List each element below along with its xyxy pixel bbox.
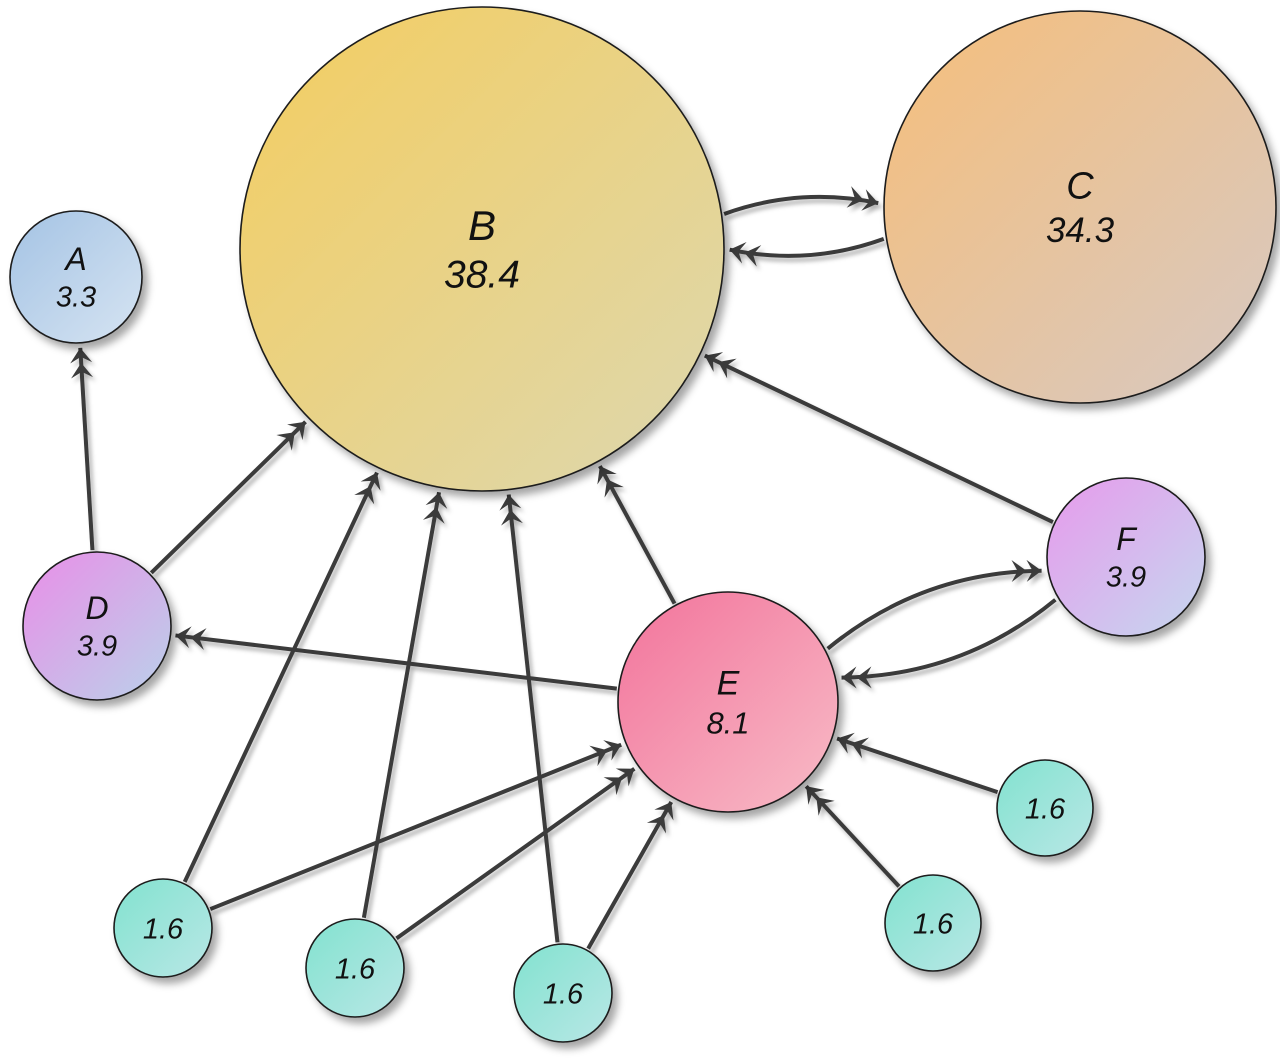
edge-G2-to-B — [361, 491, 448, 919]
node-C: C34.3 — [883, 10, 1277, 404]
edge-F-to-E — [841, 598, 1057, 689]
edge-B-to-C — [723, 186, 879, 216]
node-value-G1: 1.6 — [143, 913, 184, 945]
node-value-A: 3.3 — [56, 281, 96, 313]
edge-G1-to-B — [182, 471, 381, 883]
node-G3: 1.6 — [513, 943, 613, 1043]
node-G5: 1.6 — [996, 759, 1094, 857]
node-circle-E — [617, 591, 839, 813]
node-circle-F — [1046, 477, 1206, 637]
edge-G1-to-E — [209, 740, 622, 911]
node-value-E: 8.1 — [706, 705, 749, 740]
edge-C-to-B — [729, 236, 885, 267]
node-label-E: E — [717, 665, 740, 703]
edge-E-to-F — [826, 559, 1042, 651]
edge-G5-to-E — [836, 732, 999, 795]
node-value-B: 38.4 — [444, 254, 520, 297]
node-G1: 1.6 — [113, 878, 213, 978]
node-D: D 3.9 — [22, 551, 172, 701]
node-B: B 38.4 — [239, 6, 725, 492]
edge-D-to-A — [70, 347, 95, 551]
edge-D-to-B — [149, 420, 307, 575]
node-G2: 1.6 — [305, 918, 405, 1018]
node-E: E8.1 — [617, 591, 839, 813]
node-circle-G1 — [113, 878, 213, 978]
node-value-C: 34.3 — [1046, 211, 1115, 250]
node-circle-G4 — [884, 874, 982, 972]
node-circle-A — [9, 210, 143, 344]
node-label-A: A — [63, 241, 86, 277]
edge-G2-to-E — [395, 767, 636, 941]
node-circle-G2 — [305, 918, 405, 1018]
node-value-G5: 1.6 — [1025, 793, 1066, 825]
node-A: A 3.3 — [9, 210, 143, 344]
node-label-F: F — [1116, 521, 1138, 557]
edge-E-to-B — [597, 465, 677, 605]
edge-G3-to-E — [586, 801, 674, 950]
edge-E-to-D — [175, 626, 618, 691]
node-F: F 3.9 — [1046, 477, 1206, 637]
edge-G4-to-E — [804, 784, 901, 888]
edge-F-to-B — [703, 352, 1054, 524]
nodes-layer: A3.3B38.4C34.3D3.9E8.1F3.91.61.61.61.61.… — [9, 6, 1277, 1043]
node-value-G2: 1.6 — [335, 953, 376, 985]
edges-layer — [70, 186, 1057, 950]
node-value-F: 3.9 — [1106, 561, 1146, 593]
node-value-G3: 1.6 — [543, 978, 584, 1010]
node-label-C: C — [1066, 166, 1094, 208]
node-label-B: B — [468, 202, 496, 249]
node-circle-C — [883, 10, 1277, 404]
node-circle-G5 — [996, 759, 1094, 857]
node-circle-B — [239, 6, 725, 492]
node-G4: 1.6 — [884, 874, 982, 972]
node-value-G4: 1.6 — [913, 908, 954, 940]
node-label-D: D — [85, 590, 108, 626]
node-circle-D — [22, 551, 172, 701]
node-value-D: 3.9 — [77, 630, 117, 662]
edge-G3-to-B — [499, 494, 560, 943]
node-circle-G3 — [513, 943, 613, 1043]
